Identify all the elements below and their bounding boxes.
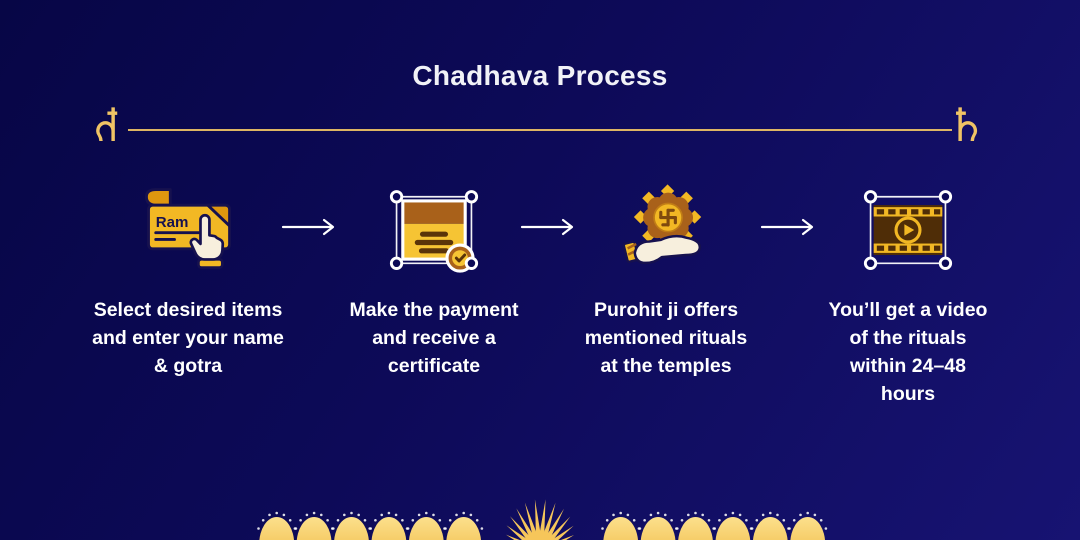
saturn-ornament-right: ♄ xyxy=(946,98,988,152)
step-caption: Purohit ji offers mentioned rituals at t… xyxy=(584,299,748,377)
offering-hand xyxy=(622,234,702,265)
scallop-sunburst-border xyxy=(257,499,828,540)
step-video: You’ll get a video of the rituals within… xyxy=(788,180,1028,440)
step-caption: You’ll get a video of the rituals within… xyxy=(828,299,988,405)
arrow-right-icon xyxy=(520,218,574,236)
hand-cursor-icon xyxy=(189,213,225,269)
page-title: Chadhava Process xyxy=(412,60,668,91)
film-sprockets xyxy=(876,209,941,251)
play-button-icon xyxy=(894,216,922,244)
step-rituals: Purohit ji offers mentioned rituals at t… xyxy=(546,180,786,440)
step-payment: Make the payment and receive a certifica… xyxy=(314,180,554,440)
step-select-items: Ram Select desired items and enter your … xyxy=(68,180,308,440)
step-caption: Make the payment and receive a certifica… xyxy=(349,299,519,377)
offering-hand-icon xyxy=(622,184,702,265)
film-strip-icon xyxy=(863,190,953,270)
saturn-ornament-left: ♄ xyxy=(86,98,128,152)
certificate-icon xyxy=(389,190,479,273)
step-caption: Select desired items and enter your name… xyxy=(92,299,284,377)
swastika-icon xyxy=(659,208,677,227)
scroll-form-icon: Ram xyxy=(144,188,232,269)
ram-name-text: Ram xyxy=(156,214,189,231)
arrow-right-icon xyxy=(760,218,814,236)
arrow-right-icon xyxy=(281,218,335,236)
divider-line xyxy=(128,129,952,131)
